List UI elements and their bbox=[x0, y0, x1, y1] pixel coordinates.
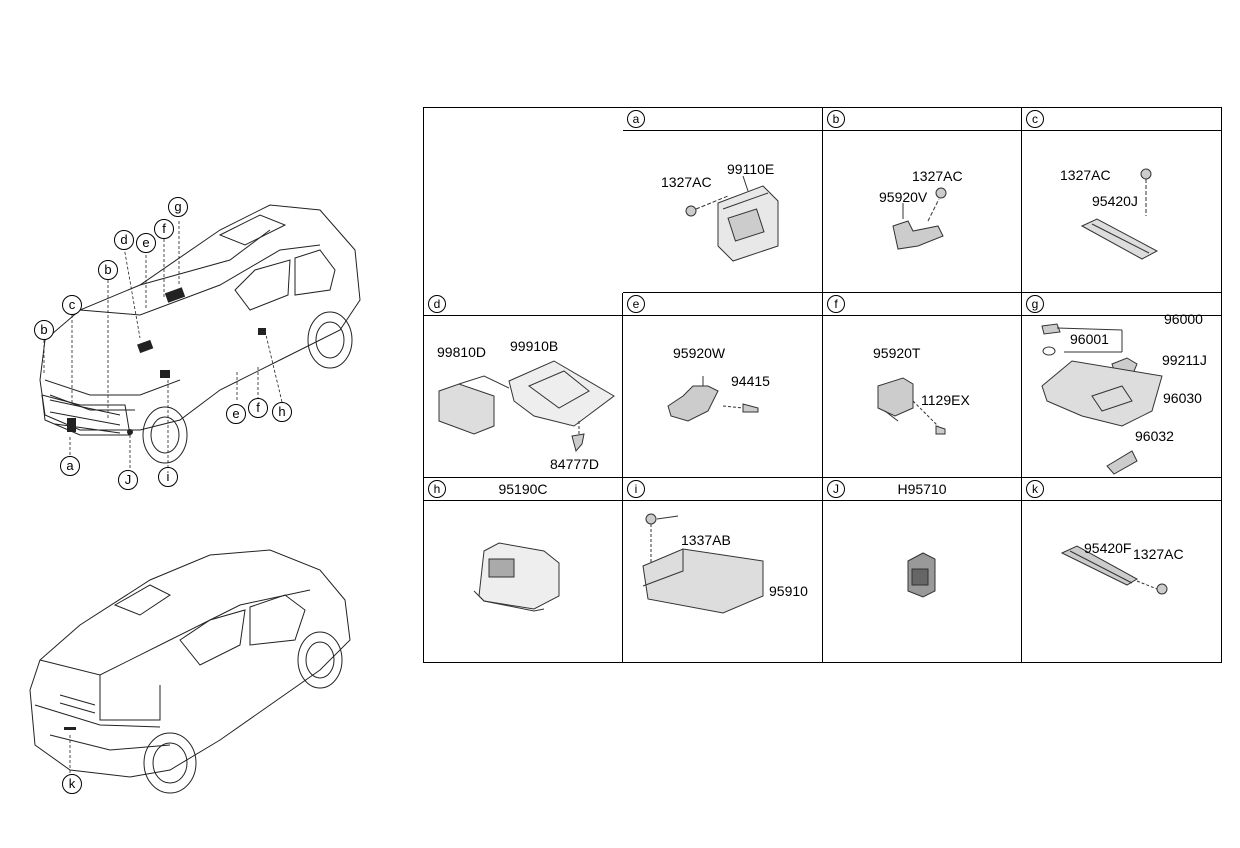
callout-letter: e bbox=[226, 404, 246, 424]
cell-letter: b bbox=[827, 110, 845, 128]
cell-h: h 95190C bbox=[424, 478, 623, 663]
part-label: 1327AC bbox=[1133, 546, 1184, 562]
cell-d: d 99810D 99910B 84777D bbox=[424, 293, 623, 478]
cell-header: a bbox=[623, 108, 822, 131]
cell-letter: i bbox=[627, 480, 645, 498]
callout-letter: e bbox=[136, 233, 156, 253]
callout-letter: f bbox=[248, 398, 268, 418]
part-illustration bbox=[907, 552, 936, 598]
cell-letter: c bbox=[1026, 110, 1044, 128]
part-label: 1327AC bbox=[912, 168, 963, 184]
callout-letter: g bbox=[168, 197, 188, 217]
cell-header-part: H95710 bbox=[897, 481, 947, 497]
callout-letter: a bbox=[60, 456, 80, 476]
parts-grid: a 1327AC 99110E b 1 bbox=[423, 107, 1222, 663]
part-label: 1327AC bbox=[661, 174, 712, 190]
part-label: 96032 bbox=[1135, 428, 1174, 444]
part-label: 1327AC bbox=[1060, 167, 1111, 183]
part-label: 95420J bbox=[1092, 193, 1138, 209]
cell-header: f bbox=[823, 293, 1021, 316]
cell-j: J H95710 bbox=[823, 478, 1022, 663]
part-label: 99810D bbox=[437, 344, 487, 360]
part-label: 99910B bbox=[510, 338, 559, 354]
cell-header: h 95190C bbox=[424, 478, 622, 501]
part-label: 95920V bbox=[879, 189, 928, 205]
part-illustration bbox=[667, 376, 759, 422]
part-label: 1129EX bbox=[921, 392, 970, 408]
part-illustration bbox=[1041, 323, 1163, 475]
callout-letter: h bbox=[272, 402, 292, 422]
part-illustration bbox=[438, 360, 615, 453]
callout-letter: b bbox=[34, 320, 54, 340]
cell-letter: g bbox=[1026, 295, 1044, 313]
callout-letter: f bbox=[154, 219, 174, 239]
cell-letter: e bbox=[627, 295, 645, 313]
cell-f: f 95920T 1129EX bbox=[823, 293, 1022, 478]
cell-header: d bbox=[424, 293, 622, 316]
rear-vehicle-view: k bbox=[20, 545, 360, 800]
cell-header: b bbox=[823, 108, 1021, 131]
cell-e: e 95920W 94415 bbox=[623, 293, 823, 478]
part-label: 95910 bbox=[769, 583, 808, 599]
cell-header: J H95710 bbox=[823, 478, 1021, 501]
cell-letter: a bbox=[627, 110, 645, 128]
cell-header: c bbox=[1022, 108, 1221, 131]
cell-header: k bbox=[1022, 478, 1221, 501]
cell-g: g 96000 96001 99211J 96030 96032 bbox=[1022, 293, 1222, 478]
cell-k: k 95420F 1327AC bbox=[1022, 478, 1222, 663]
cell-c: c 1327AC 95420J bbox=[1022, 108, 1222, 293]
part-label: 95420F bbox=[1084, 540, 1132, 556]
front-vehicle-view: b c d e f g b e f h a J i bbox=[20, 190, 380, 490]
part-illustration bbox=[892, 187, 947, 250]
callout-letter: k bbox=[62, 774, 82, 794]
part-label: 84777D bbox=[550, 456, 600, 472]
cell-header: e bbox=[623, 293, 822, 316]
rear-vehicle-illustration bbox=[29, 549, 351, 794]
part-illustration bbox=[877, 377, 946, 435]
cell-letter: h bbox=[428, 480, 446, 498]
cell-header: i bbox=[623, 478, 822, 501]
part-illustration bbox=[1080, 168, 1159, 260]
cell-letter: d bbox=[428, 295, 446, 313]
part-label: 95920T bbox=[873, 345, 921, 361]
cell-header-part: 95190C bbox=[498, 481, 548, 497]
part-label: 99110E bbox=[727, 161, 775, 177]
part-label: 96000 bbox=[1164, 311, 1203, 327]
part-illustration bbox=[642, 513, 764, 614]
cell-b: b 1327AC 95920V bbox=[823, 108, 1022, 293]
cell-header: g bbox=[1022, 293, 1221, 316]
part-illustration bbox=[1060, 545, 1168, 595]
callout-letter: J bbox=[118, 470, 138, 490]
callout-letter: i bbox=[158, 467, 178, 487]
part-label: 94415 bbox=[731, 373, 770, 389]
cell-a: a 1327AC 99110E bbox=[623, 108, 823, 293]
cell-letter: J bbox=[827, 480, 845, 498]
part-label: 1337AB bbox=[681, 532, 731, 548]
callout-letter: b bbox=[98, 260, 118, 280]
part-label: 96030 bbox=[1163, 390, 1202, 406]
cell-letter: k bbox=[1026, 480, 1044, 498]
part-label: 96001 bbox=[1070, 331, 1109, 347]
cell-i: i 1337AB 95910 bbox=[623, 478, 823, 663]
front-vehicle-illustration bbox=[39, 204, 361, 468]
callout-letter: c bbox=[62, 295, 82, 315]
part-illustration bbox=[473, 542, 560, 612]
cell-letter: f bbox=[827, 295, 845, 313]
callout-letter: d bbox=[114, 230, 134, 250]
part-label: 99211J bbox=[1162, 352, 1207, 368]
part-illustration bbox=[685, 175, 779, 262]
part-label: 95920W bbox=[673, 345, 726, 361]
